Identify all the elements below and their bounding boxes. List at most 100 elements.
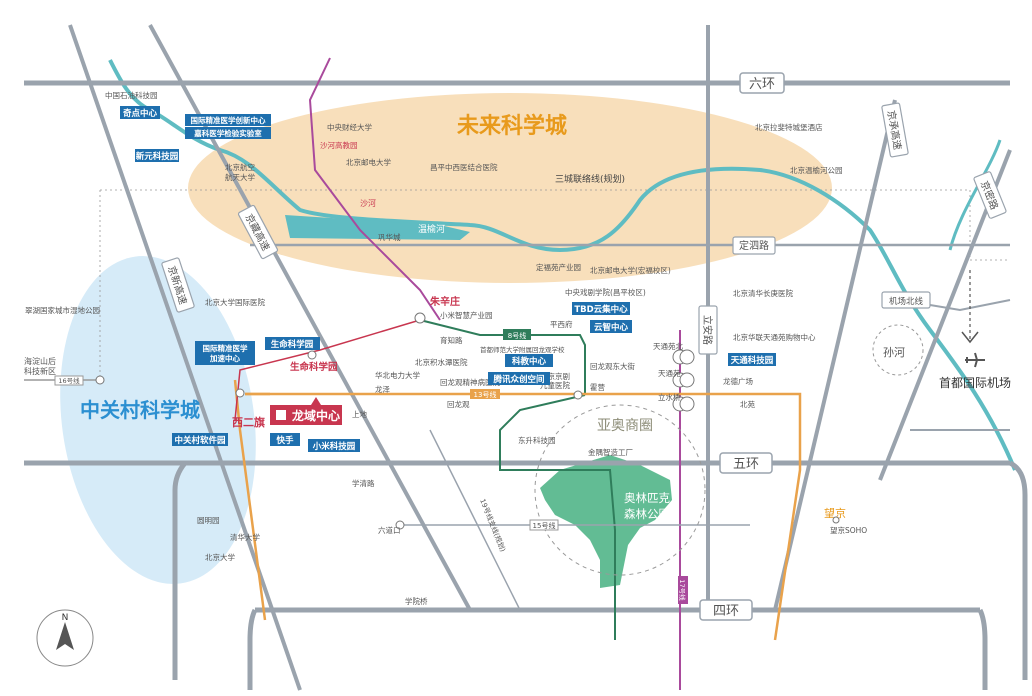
airport-arrow xyxy=(961,331,979,344)
wangjing-label: 望京 xyxy=(824,506,846,520)
haidian-l2: 科技新区 xyxy=(24,366,56,376)
compass: N xyxy=(36,609,94,667)
station-hlg-east: 回龙观东大街 xyxy=(590,361,635,371)
longyu-center-tag: 龙域中心 xyxy=(270,397,342,425)
label-jingzang: 京藏高速 xyxy=(237,204,279,260)
compass-arrow-icon xyxy=(56,622,74,650)
ring-label-6: 六环 xyxy=(739,72,785,94)
poi-pku-hosp: 北京大学国际医院 xyxy=(205,297,265,307)
poi-zgc-park: 中国石油科技园 xyxy=(105,90,158,100)
label-airport-line-text: 机场北线 xyxy=(889,296,924,307)
river-north xyxy=(948,139,1002,251)
line-8 xyxy=(419,319,586,395)
label-jingmi: 京密路 xyxy=(973,171,1007,219)
olympic-park-shape xyxy=(540,455,672,588)
label-sancheng: 三城联络线(规划) xyxy=(555,173,625,185)
svg-text:腾讯众创空间: 腾讯众创空间 xyxy=(492,374,544,385)
svg-text:科教中心: 科教中心 xyxy=(512,356,547,367)
svg-text:15号线: 15号线 xyxy=(533,521,556,530)
station-markers xyxy=(95,312,840,530)
yaoao-circle xyxy=(534,404,706,576)
svg-text:8号线: 8号线 xyxy=(508,331,526,340)
tag-tencent: 腾讯众创空间 xyxy=(488,372,550,385)
station-zhuxinzhuang: 朱辛庄 xyxy=(430,295,460,308)
haidian-l1: 海淀山后 xyxy=(24,356,56,366)
station-life-park: 生命科学园 xyxy=(290,361,338,373)
station-liudaokou: 六道口 xyxy=(378,525,401,535)
label-dingsi: 定泗路 xyxy=(732,236,776,255)
boundary-dotted xyxy=(99,189,1010,380)
svg-text:快手: 快手 xyxy=(276,435,294,446)
tag-line15: 15号线 xyxy=(529,519,559,531)
poi-buaa-l2: 航天大学 xyxy=(225,172,255,182)
poi-sunhe-hosp: 北京清华长庚医院 xyxy=(733,288,793,298)
poi-beiqing: 北京积水潭医院 xyxy=(415,357,468,367)
station-lishuiqiao: 立水桥 xyxy=(658,392,681,402)
ring-label-5: 五环 xyxy=(719,452,773,474)
station-pingxifu: 平西府 xyxy=(550,319,573,329)
ring-label-4: 四环 xyxy=(699,599,753,621)
svg-text:加速中心: 加速中心 xyxy=(209,353,240,363)
svg-text:云智中心: 云智中心 xyxy=(594,322,629,333)
line-17 xyxy=(308,57,441,321)
tag-xiaomi: 小米科技园 xyxy=(308,439,360,452)
tag-line17: 17号线 xyxy=(678,576,688,604)
poi-xingfu: 北京华联天通苑购物中心 xyxy=(733,332,816,342)
ring-roads xyxy=(24,80,1028,690)
river-shahe-label: 沙河 xyxy=(360,198,376,208)
ring-label-6-text: 六环 xyxy=(749,77,775,92)
tag-tbd: TBD云集中心 xyxy=(572,302,630,315)
line-19 xyxy=(429,429,521,611)
station-dongsheng: 东升科技园 xyxy=(518,435,556,445)
svg-text:国际精准医学: 国际精准医学 xyxy=(203,343,248,353)
tag-line13: 13号线 xyxy=(470,389,500,399)
zgc-city-title: 中关村科学城 xyxy=(80,398,200,422)
airplane-icon xyxy=(965,352,985,368)
station-beiyuan: 北苑 xyxy=(740,399,755,409)
tag-guoji-center: 国际精准医学创新中心 xyxy=(185,114,271,126)
sunhe-circle xyxy=(872,324,924,376)
label-jingcheng: 京承高速 xyxy=(881,102,909,158)
tag-precision: 国际精准医学 加速中心 xyxy=(195,341,255,365)
station-xierqi: 西二旗 xyxy=(232,415,265,429)
label-dingsi-text: 定泗路 xyxy=(739,239,769,252)
poi-cjdx: 中央戏剧学院(昌平校区) xyxy=(565,287,646,297)
olympic-park-l1: 奥林匹克 xyxy=(624,491,670,505)
station-yuanmingyuan: 圆明园 xyxy=(197,516,220,525)
ring-label-5-text: 五环 xyxy=(733,457,759,472)
poi-shoushi: 首都师范大学附属回龙观学校 xyxy=(480,345,565,354)
poi-lapu: 北京拉斐特城堡酒店 xyxy=(755,122,823,132)
tag-kejiao: 科教中心 xyxy=(505,354,553,367)
poi-huabei: 华北电力大学 xyxy=(375,370,420,380)
station-shahe-gaojiao: 沙河高教园 xyxy=(320,140,358,150)
station-tiantong: 天通苑 xyxy=(658,368,681,378)
tag-xinyuan: 新元科技园 xyxy=(135,149,179,162)
poi-bupt: 北京邮电大学 xyxy=(346,157,391,167)
poi-dingfu: 定福苑产业园 xyxy=(536,262,581,272)
svg-text:13号线: 13号线 xyxy=(474,390,497,399)
poi-longde: 龙德广场 xyxy=(723,376,753,386)
svg-text:天通科技园: 天通科技园 xyxy=(731,355,774,366)
svg-text:国际精准医学创新中心: 国际精准医学创新中心 xyxy=(191,115,266,125)
tag-yunzhi: 云智中心 xyxy=(590,320,632,333)
station-yuzhilu: 育知路 xyxy=(440,335,463,345)
svg-text:17号线: 17号线 xyxy=(678,579,687,601)
river-wenyu-label: 温榆河 xyxy=(418,223,445,235)
station-huoying: 霍营 xyxy=(590,382,605,392)
poi-xiaomi-park: 小米智慧产业园 xyxy=(440,310,493,320)
station-gonghuacheng: 巩华城 xyxy=(378,232,401,242)
svg-text:16号线: 16号线 xyxy=(58,376,80,385)
ring-label-4-text: 四环 xyxy=(713,604,739,619)
poi-bupt-sh: 北京邮电大学(宏福校区) xyxy=(590,265,671,275)
tag-line8: 8号线 xyxy=(503,329,531,340)
river-sunhe-label: 孙河 xyxy=(883,346,905,359)
poi-wenyu-park: 北京温榆河公园 xyxy=(790,165,843,175)
svg-text:嘉科医学检验实验室: 嘉科医学检验实验室 xyxy=(193,128,262,138)
poi-cupe: 中央财经大学 xyxy=(327,122,372,132)
label-airport-line: 机场北线 xyxy=(881,291,931,309)
label-lian-text: 立安路 xyxy=(701,315,714,345)
future-city-title: 未来科学城 xyxy=(457,113,567,139)
station-kids-l2: 儿童医院 xyxy=(540,380,570,390)
station-wangjing-soho: 望京SOHO xyxy=(830,525,867,535)
